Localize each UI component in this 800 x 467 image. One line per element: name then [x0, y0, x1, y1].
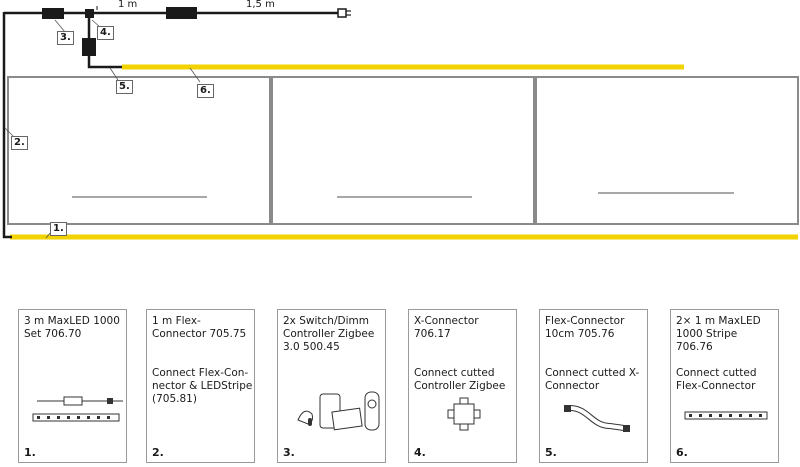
cabinet-row	[7, 76, 799, 225]
led-stripe-icon	[684, 411, 768, 420]
dimension-1-5m: 1,5 m	[246, 0, 275, 10]
inline-controller-unit	[166, 7, 197, 19]
cabinet-right	[535, 76, 799, 225]
leader-6	[189, 67, 201, 83]
zigbee-controller-unit	[82, 38, 96, 56]
card-title: Flex-Connector 10cm 705.76	[545, 315, 625, 340]
card-description: Connect cutted Flex-Connector	[676, 367, 757, 392]
component-card-5: Flex-Connector 10cm 705.76 Connect cutte…	[539, 309, 648, 463]
cable-down	[87, 13, 122, 69]
led-set-icon	[32, 396, 123, 422]
leader-5	[109, 67, 119, 81]
card-number: 3.	[283, 446, 295, 459]
card-number: 6.	[676, 446, 688, 459]
cabinet-left	[7, 76, 271, 225]
callout-5: 5.	[116, 80, 133, 94]
component-card-2: 1 m Flex-Connector 705.75 Connect Flex-C…	[146, 309, 255, 463]
flex-connector-10cm-icon	[564, 405, 630, 432]
card-description: Connect Flex-Con-nector & LEDStripe (705…	[152, 367, 253, 405]
leader-4	[91, 19, 101, 28]
component-card-3: 2x Switch/Dimm Controller Zigbee 3.0 500…	[277, 309, 386, 463]
card-title: X-Connector 706.17	[414, 315, 479, 340]
card-description: Connect cutted Controller Zigbee	[414, 367, 506, 392]
callout-3: 3.	[57, 31, 74, 45]
leader-3	[54, 19, 66, 33]
cabinet-middle	[271, 76, 535, 225]
card-title: 3 m MaxLED 1000 Set 706.70	[24, 315, 120, 340]
card-title: 1 m Flex-Connector 705.75	[152, 315, 247, 340]
card-description: Connect cutted X-Connector	[545, 367, 640, 392]
power-supply-unit	[42, 8, 64, 19]
plug-icon	[337, 8, 351, 18]
card-number: 2.	[152, 446, 164, 459]
installation-diagram	[2, 6, 799, 240]
component-card-4: X-Connector 706.17 Connect cutted Contro…	[408, 309, 517, 463]
card-number: 1.	[24, 446, 36, 459]
x-connector-unit	[85, 9, 94, 18]
x-connector-icon	[447, 397, 481, 431]
leader-2	[4, 127, 15, 138]
component-card-6: 2× 1 m MaxLED 1000 Stripe 706.76 Connect…	[670, 309, 779, 463]
callout-4: 4.	[97, 26, 114, 40]
dimension-1m: 1 m	[118, 0, 138, 10]
card-number: 4.	[414, 446, 426, 459]
callout-2: 2.	[11, 136, 28, 150]
callout-6: 6.	[197, 84, 214, 98]
card-number: 5.	[545, 446, 557, 459]
component-card-1: 3 m MaxLED 1000 Set 706.70 1.	[18, 309, 127, 463]
card-title: 2x Switch/Dimm Controller Zigbee 3.0 500…	[283, 315, 375, 353]
zigbee-controller-icon	[297, 391, 380, 431]
cable-left-vertical	[2, 12, 12, 239]
card-title: 2× 1 m MaxLED 1000 Stripe 706.76	[676, 315, 761, 353]
callout-1: 1.	[50, 222, 67, 236]
